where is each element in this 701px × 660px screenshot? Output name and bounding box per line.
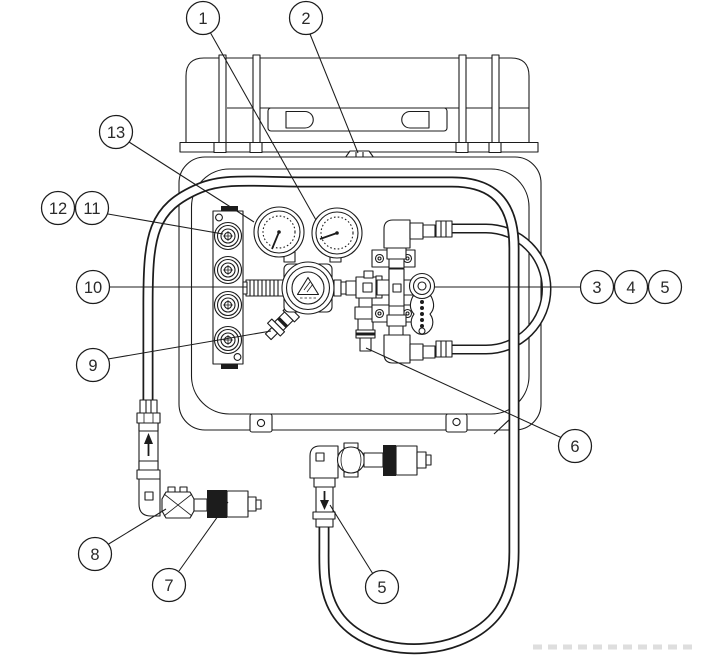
callout-balloon-9: 9	[75, 347, 111, 383]
callout-balloon-4: 4	[613, 269, 649, 305]
adjustment-knob	[242, 279, 285, 297]
elbow-fitting-left	[138, 478, 161, 517]
dust-plug-with-chain	[408, 272, 436, 336]
callout-balloon-6: 6	[557, 428, 593, 464]
callout-label-6: 6	[570, 438, 579, 456]
gauge-needle	[319, 232, 338, 240]
relief-valve	[264, 305, 300, 341]
mounting-tab-right	[445, 413, 468, 433]
callout-label-7: 7	[164, 577, 173, 595]
elbow-bottom	[383, 334, 436, 364]
leader-8	[106, 508, 167, 546]
lid-handle-recess	[267, 107, 448, 132]
callout-balloon-1: 1	[185, 0, 221, 36]
callout-label-10: 10	[84, 279, 102, 297]
callout-label-8: 8	[90, 546, 99, 564]
callout-label-13: 13	[107, 124, 125, 142]
ball-tee-knob	[336, 442, 366, 478]
callout-balloon-8: 8	[77, 536, 113, 572]
filter-muffler-left	[207, 490, 262, 518]
leader-9	[107, 330, 272, 360]
gauge-tick-ring	[262, 215, 296, 249]
leader-11-12	[107, 213, 224, 235]
vertical-valve	[354, 297, 377, 352]
leader-6	[365, 347, 563, 439]
cross-fitting-assembly	[371, 219, 436, 364]
callout-balloon-3: 3	[579, 269, 615, 305]
supply-hose-long	[142, 175, 520, 655]
callout-balloon-7: 7	[151, 567, 187, 603]
callout-balloon-12: 12	[40, 190, 76, 226]
hose-crimp-left	[139, 399, 158, 414]
gauge-needle	[271, 231, 280, 250]
bottom-center-valve-assembly	[309, 442, 432, 528]
callout-label-5-bottom: 5	[377, 579, 386, 597]
callout-balloon-13: 13	[98, 114, 134, 150]
tee-valve-8	[161, 486, 195, 519]
callout-label-12: 12	[49, 200, 67, 218]
callout-label-2: 2	[301, 10, 310, 28]
elbow-top	[383, 219, 436, 249]
callout-balloon-2: 2	[288, 0, 324, 36]
bottom-left-valve-assembly	[136, 399, 262, 519]
cross-fitting	[375, 268, 417, 307]
leader-lines	[106, 31, 580, 575]
manifold-port-3	[213, 290, 243, 320]
filter-muffler-center	[383, 445, 432, 476]
flow-arrow-up	[144, 433, 153, 444]
pressure-gauge-left	[253, 206, 305, 263]
regulator	[242, 261, 349, 341]
callout-balloon-11: 11	[74, 190, 110, 226]
callout-balloons: 1 2 3 4 5 6 7 8	[40, 0, 683, 605]
callout-label-1: 1	[198, 10, 207, 28]
manifold-port-2	[213, 255, 243, 285]
leader-7	[178, 501, 229, 572]
mounting-tab-left	[249, 413, 273, 433]
flow-arrow-down	[320, 500, 329, 510]
leader-13	[128, 141, 255, 223]
leader-5-bottom	[329, 504, 374, 575]
brand-triangle-logo	[296, 276, 320, 299]
manifold-screw-bottom	[233, 353, 242, 361]
leader-1	[209, 31, 317, 221]
leader-2	[309, 33, 359, 154]
callout-label-5-right: 5	[660, 279, 669, 297]
pressure-gauge-right	[311, 207, 363, 263]
callout-balloon-10: 10	[75, 269, 111, 305]
manifold-port-1	[213, 221, 243, 251]
callout-label-9: 9	[88, 357, 97, 375]
callout-label-4: 4	[626, 279, 635, 297]
callout-label-3: 3	[592, 279, 601, 297]
elbow-fitting-center	[309, 445, 339, 479]
check-valve-up	[138, 422, 159, 471]
callout-label-11: 11	[83, 200, 100, 218]
hose-crimp-collars	[435, 220, 453, 358]
manifold-screw-top	[215, 213, 223, 222]
case-lid	[179, 54, 539, 154]
gauge-tick-ring	[320, 216, 354, 250]
regulator-outlet-hex	[333, 279, 342, 297]
callout-balloon-5-right: 5	[647, 269, 683, 305]
check-valve-down	[312, 486, 336, 528]
callout-balloon-5-bottom: 5	[364, 569, 400, 605]
